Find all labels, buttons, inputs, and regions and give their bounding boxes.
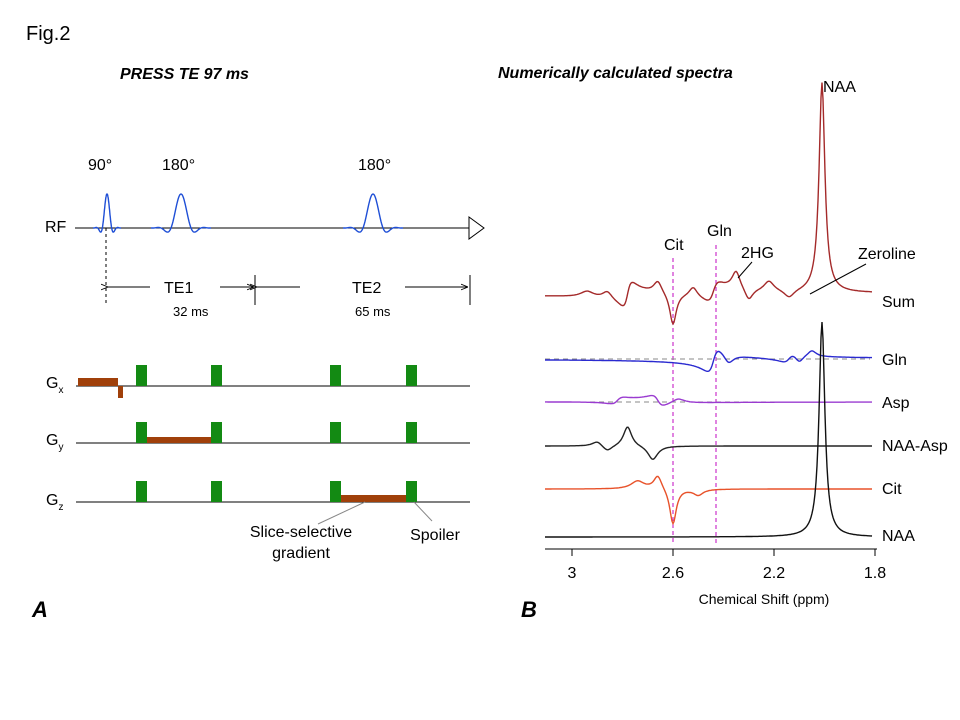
gradient-gy: Gy: [46, 422, 470, 453]
spectrum-naa: [545, 321, 873, 538]
trace-label-naa-asp: NAA-Asp: [882, 438, 948, 455]
trace-label-gln: Gln: [882, 352, 907, 369]
gz-spoiler-1: [136, 481, 147, 502]
gy-spoiler-2: [211, 422, 222, 443]
spectrum-asp: [545, 394, 872, 406]
peak-label-cit: Cit: [664, 237, 684, 254]
gx-spoiler-1: [136, 365, 147, 386]
trace-label-sum: Sum: [882, 294, 915, 311]
panel-a-label: A: [31, 597, 48, 622]
x-tick-label-2-2: 2.2: [763, 565, 785, 582]
panel-b-title: Numerically calculated spectra: [498, 65, 733, 82]
gradient-gx: Gx: [46, 365, 470, 398]
zeroline-label: Zeroline: [858, 246, 916, 263]
gy-spoiler-3: [330, 422, 341, 443]
panel-b: Numerically calculated spectra Cit Gln 2…: [498, 65, 948, 622]
gz-spoiler-3: [330, 481, 341, 502]
pulse-label-180-first: 180°: [162, 157, 195, 174]
x-tick-label-2-6: 2.6: [662, 565, 684, 582]
slice-gradient-annotation-line2: gradient: [272, 545, 330, 562]
gy-spoiler-1: [136, 422, 147, 443]
rf-pulse-180-first: [151, 193, 211, 233]
panel-a-title: PRESS TE 97 ms: [120, 66, 249, 83]
gx-axis-label: Gx: [46, 375, 63, 396]
zeroline-pointer: [809, 263, 867, 295]
te1-value: 32 ms: [173, 304, 209, 319]
spoiler-pointer: [413, 501, 433, 522]
gz-slice-gradient: [341, 495, 406, 502]
gx-rephase-lobe: [118, 386, 123, 398]
2hg-pointer: [737, 261, 753, 279]
gy-spoiler-4: [406, 422, 417, 443]
pulse-label-90: 90°: [88, 157, 112, 174]
gx-spoiler-2: [211, 365, 222, 386]
gx-readout-lobe: [78, 378, 118, 386]
rf-pulse-90: [93, 193, 121, 233]
gz-spoiler-4: [406, 481, 417, 502]
spoiler-annotation: Spoiler: [410, 527, 460, 544]
trace-label-asp: Asp: [882, 395, 910, 412]
rf-axis-arrowhead: [468, 216, 485, 240]
x-tick-label-1-8: 1.8: [864, 565, 886, 582]
pulse-label-180-second: 180°: [358, 157, 391, 174]
panel-a: PRESS TE 97 ms 90° 180° 180° RF TE1 32 m…: [31, 66, 485, 622]
slice-gradient-pointer: [317, 501, 366, 525]
spectrum-cit: [545, 475, 872, 526]
trace-label-naa: NAA: [882, 528, 915, 545]
x-tick-label-3: 3: [568, 565, 577, 582]
te1-label: TE1: [164, 280, 193, 297]
peak-label-gln: Gln: [707, 223, 732, 240]
gx-spoiler-3: [330, 365, 341, 386]
gradient-gz: Gz: [46, 481, 470, 513]
gy-slice-gradient: [147, 437, 211, 443]
gz-axis-label: Gz: [46, 492, 63, 513]
gy-axis-label: Gy: [46, 432, 63, 453]
gx-spoiler-4: [406, 365, 417, 386]
peak-label-naa: NAA: [823, 79, 856, 96]
peak-label-2hg: 2HG: [741, 245, 774, 262]
trace-label-cit: Cit: [882, 481, 902, 498]
figure-label: Fig.2: [26, 23, 70, 45]
te2-value: 65 ms: [355, 304, 391, 319]
gz-spoiler-2: [211, 481, 222, 502]
rf-axis-label: RF: [45, 219, 67, 236]
spectrum-naa-asp: [545, 426, 872, 461]
x-axis-label: Chemical Shift (ppm): [699, 591, 830, 607]
spectrum-sum: [545, 82, 872, 326]
rf-pulse-180-second: [343, 193, 403, 233]
spectrum-gln: [545, 350, 872, 372]
panel-b-label: B: [521, 597, 537, 622]
slice-gradient-annotation-line1: Slice-selective: [250, 524, 352, 541]
te2-label: TE2: [352, 280, 381, 297]
